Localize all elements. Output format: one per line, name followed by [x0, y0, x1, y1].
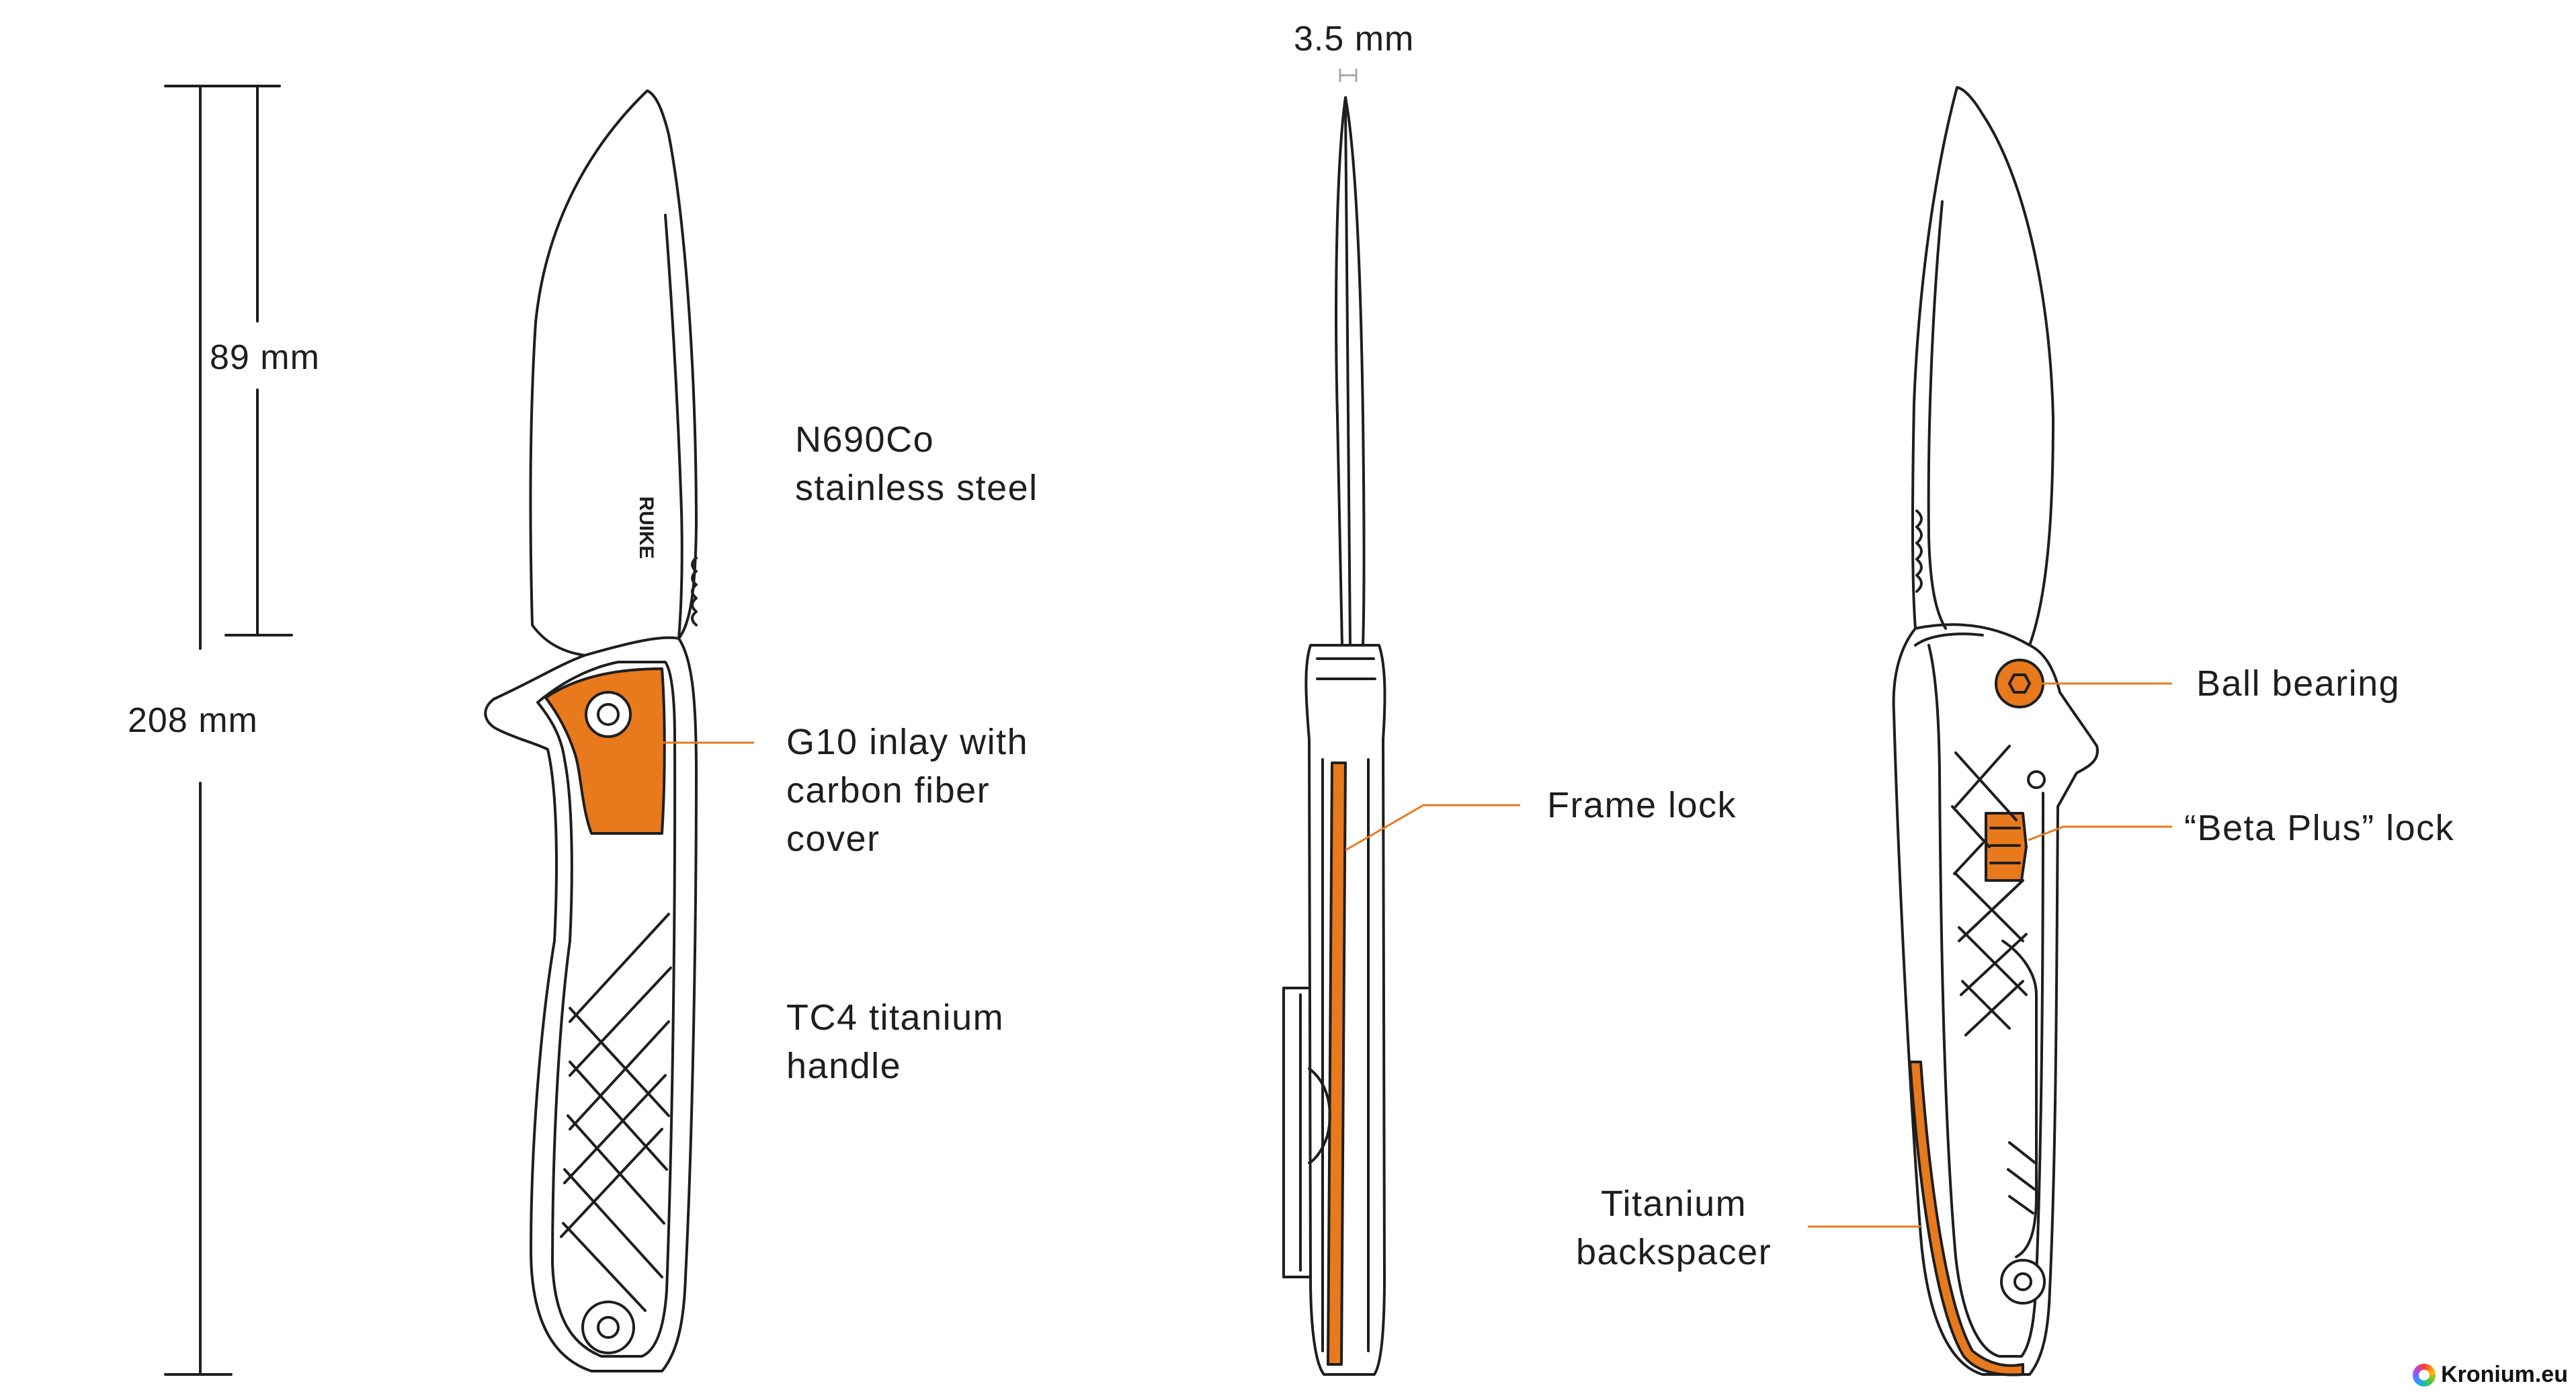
callout-handle-line-2: handle — [786, 1046, 902, 1086]
kronium-logo-icon — [2413, 1363, 2436, 1387]
dimension-lines — [164, 85, 293, 1376]
callout-inlay-line-2: carbon fiber — [786, 770, 991, 811]
leader-lines — [659, 682, 2172, 1228]
callout-backspacer-line-2: backspacer — [1576, 1232, 1772, 1272]
watermark-text: Kronium.eu — [2441, 1362, 2568, 1387]
thickness-marker — [1339, 69, 1358, 82]
callout-inlay-line-3: cover — [786, 819, 880, 859]
callout-handle-line-1: TC4 titanium — [786, 997, 1005, 1038]
blade-length-label: 89 mm — [210, 337, 320, 378]
knife-spine-view — [1282, 96, 1386, 1376]
callout-inlay-line-1: G10 inlay with — [786, 722, 1029, 762]
knife-side-view — [484, 89, 698, 1372]
callout-beta-lock: “Beta Plus” lock — [2184, 808, 2455, 848]
callout-backspacer: Titanium backspacer — [1576, 1180, 1772, 1276]
callout-handle: TC4 titanium handle — [786, 993, 1004, 1090]
blade-logo: RUIKE — [635, 496, 657, 559]
callout-ball-bearing: Ball bearing — [2196, 663, 2401, 704]
callout-frame-lock: Frame lock — [1547, 785, 1737, 825]
watermark: Kronium.eu — [2413, 1362, 2568, 1388]
callout-blade-steel-line-1: N690Co — [795, 419, 935, 460]
blade-thickness-label: 3.5 mm — [1294, 19, 1415, 58]
knife-back-view — [1892, 86, 2099, 1376]
callout-inlay: G10 inlay with carbon fiber cover — [786, 718, 1028, 863]
overall-length-label: 208 mm — [128, 700, 258, 741]
callout-backspacer-line-1: Titanium — [1601, 1184, 1747, 1224]
callout-blade-steel-line-2: stainless steel — [795, 468, 1038, 508]
callout-blade-steel: N690Co stainless steel — [795, 415, 1038, 512]
